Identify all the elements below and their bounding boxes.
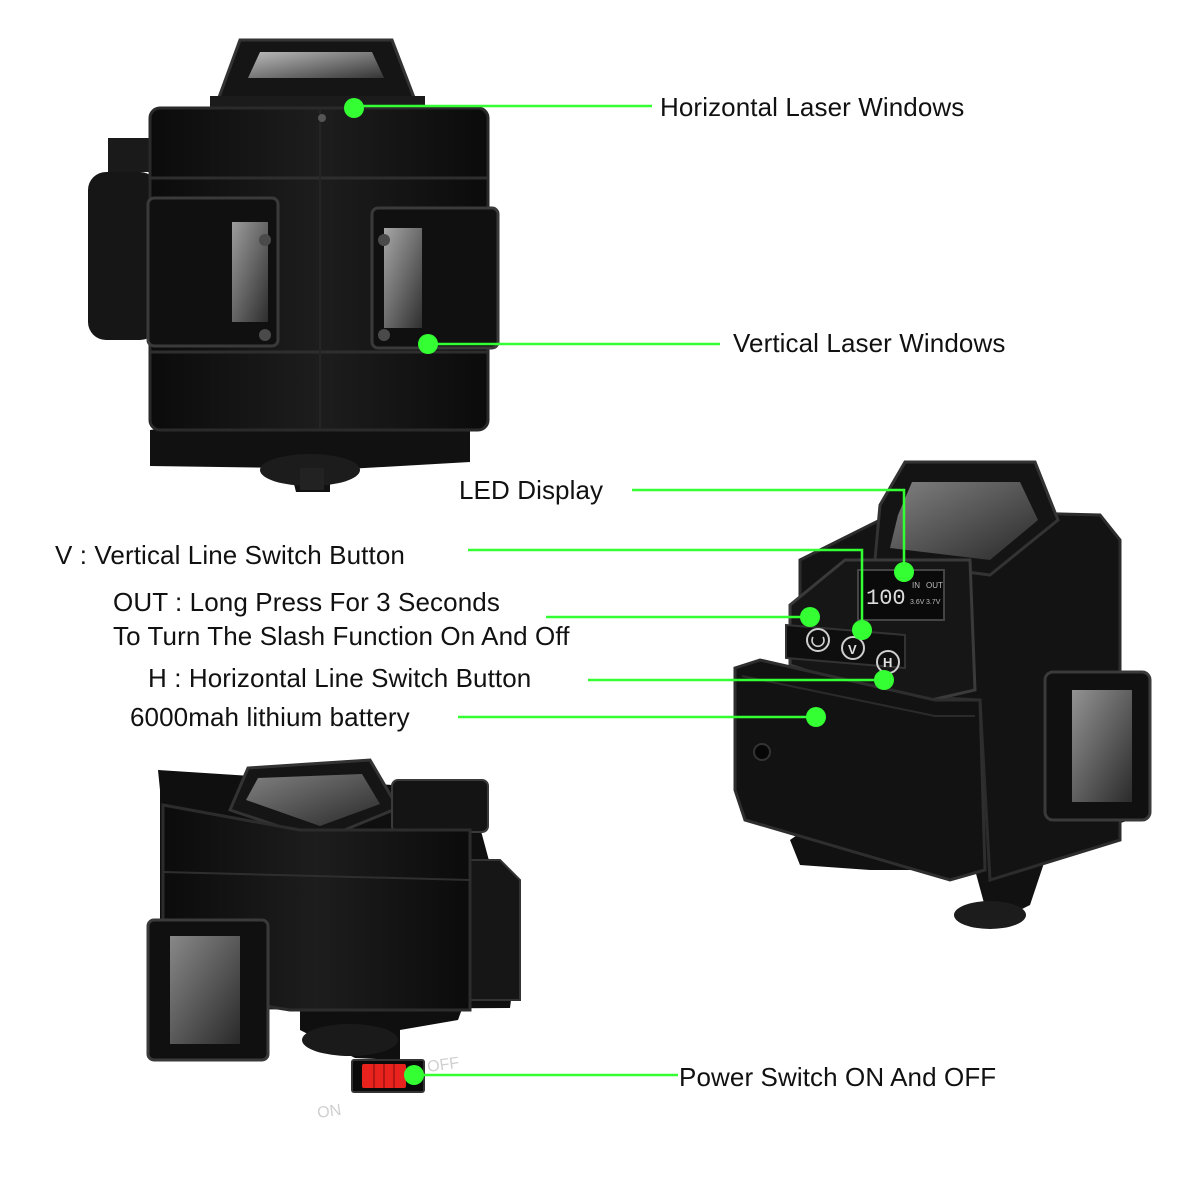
label-power-switch: Power Switch ON And OFF xyxy=(679,1062,997,1092)
green-dot-icon xyxy=(894,562,914,582)
label-h-button: H : Horizontal Line Switch Button xyxy=(148,663,532,693)
display-digits: 100 xyxy=(866,586,906,611)
battery-pack xyxy=(733,658,987,882)
green-dot-icon xyxy=(874,670,894,690)
out-button[interactable] xyxy=(806,628,830,652)
green-dot-icon xyxy=(404,1065,424,1085)
right-vertical-window xyxy=(370,206,500,350)
callout-line-led xyxy=(632,488,906,572)
battery-pack-side xyxy=(88,172,158,340)
switch-off-label: OFF xyxy=(426,1055,460,1076)
display-out-label: OUT xyxy=(926,581,943,590)
base-stand xyxy=(150,412,470,492)
callout-line-v xyxy=(468,548,864,630)
label-horizontal-laser-windows: Horizontal Laser Windows xyxy=(660,92,965,122)
label-out-button: OUT : Long Press For 3 Seconds To Turn T… xyxy=(113,585,570,653)
green-dot-icon xyxy=(800,607,820,627)
laser-level-panel-view: 100 IN OUT 3.6V 3.7V V H xyxy=(733,460,1152,929)
left-vertical-window xyxy=(146,196,280,348)
label-v-button: V : Vertical Line Switch Button xyxy=(55,540,405,570)
green-dot-icon xyxy=(852,620,872,640)
power-switch[interactable] xyxy=(351,1059,425,1093)
front-vertical-window xyxy=(146,918,270,1062)
green-dot-icon xyxy=(418,334,438,354)
laser-level-side-view: ON OFF xyxy=(146,758,521,1122)
control-panel: 100 IN OUT 3.6V 3.7V V H xyxy=(785,558,977,707)
switch-on-label: ON xyxy=(316,1102,342,1122)
display-in-label: IN xyxy=(912,581,920,590)
label-led-display: LED Display xyxy=(459,475,604,505)
green-dot-icon xyxy=(344,98,364,118)
power-out-icon xyxy=(811,636,825,648)
v-button[interactable]: V xyxy=(841,636,865,660)
callout-dots xyxy=(344,98,914,1085)
green-dot-icon xyxy=(806,707,826,727)
top-laser-head-bottom xyxy=(227,758,401,842)
laser-level-front-view xyxy=(88,38,500,492)
svg-text:V: V xyxy=(848,642,857,657)
callout-lines xyxy=(354,104,906,1077)
label-battery: 6000mah lithium battery xyxy=(130,702,410,732)
top-laser-head xyxy=(210,38,425,110)
side-vertical-window xyxy=(1043,670,1152,822)
label-out-line-2: To Turn The Slash Function On And Off xyxy=(113,621,570,651)
display-voltage-1: 3.6V xyxy=(910,599,925,606)
label-vertical-laser-windows: Vertical Laser Windows xyxy=(733,328,1006,358)
svg-text:H: H xyxy=(883,655,892,670)
display-voltage-2: 3.7V xyxy=(926,599,941,606)
label-out-line-1: OUT : Long Press For 3 Seconds xyxy=(113,587,500,617)
top-laser-head-right xyxy=(873,460,1060,577)
